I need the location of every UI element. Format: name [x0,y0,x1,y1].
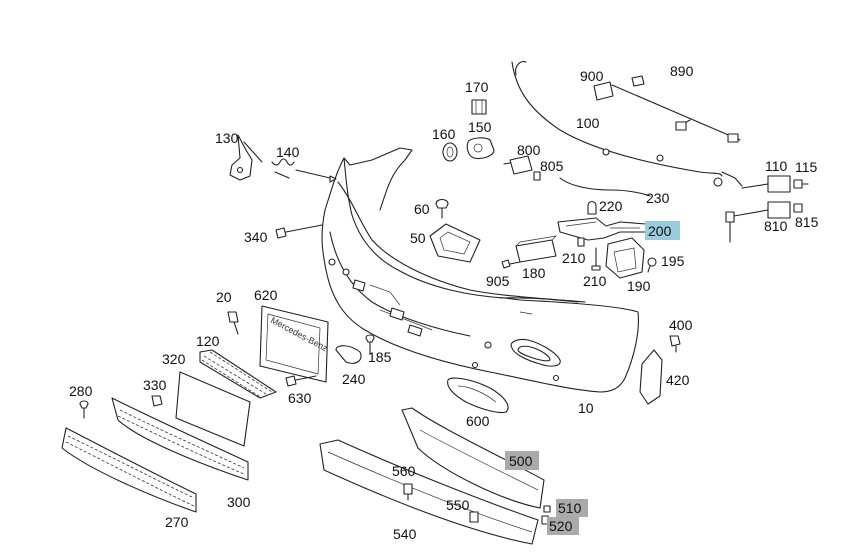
labels: 10 20 50 60 100 110 115 120 130 140 150 … [69,63,819,542]
bracket-part-200[interactable] [557,217,649,241]
screw-part-210-b[interactable] [591,247,601,271]
lower-grille-part-300[interactable] [111,397,249,481]
label-240[interactable]: 240 [342,371,366,387]
label-630[interactable]: 630 [288,390,312,406]
camera-frame-part-50[interactable] [429,223,481,263]
label-300[interactable]: 300 [227,494,251,510]
wire-part-230[interactable] [559,177,651,197]
label-195[interactable]: 195 [661,253,685,269]
clip-part-815[interactable] [793,203,803,213]
clip-part-220[interactable] [587,200,597,215]
label-810[interactable]: 810 [764,218,788,234]
label-140[interactable]: 140 [276,144,300,160]
label-50[interactable]: 50 [410,230,426,246]
label-210-b[interactable]: 210 [583,273,607,289]
clip-part-805[interactable] [533,171,541,181]
clip-part-560[interactable] [403,483,413,501]
label-115[interactable]: 115 [795,159,818,175]
label-20[interactable]: 20 [216,289,232,305]
label-815[interactable]: 815 [795,214,819,230]
label-160[interactable]: 160 [432,126,456,142]
label-330[interactable]: 330 [143,377,167,393]
label-510[interactable]: 510 [558,500,582,516]
parking-sensor-part-150[interactable] [466,137,495,160]
label-500[interactable]: 500 [509,453,533,469]
label-600[interactable]: 600 [466,413,490,429]
cable-part-890[interactable] [611,75,741,143]
screw-part-195[interactable] [647,257,657,273]
control-unit-part-180[interactable] [515,235,558,263]
label-890[interactable]: 890 [670,63,694,79]
grille-insert-part-120[interactable] [199,349,277,399]
connector-part-900[interactable] [593,81,614,101]
wiring-harness-part-100[interactable] [511,61,743,187]
label-320[interactable]: 320 [162,351,186,367]
label-620[interactable]: 620 [254,287,278,303]
clip-part-280[interactable] [79,400,89,419]
highlight-box-500 [505,451,539,470]
label-60[interactable]: 60 [414,201,430,217]
label-400[interactable]: 400 [669,317,693,333]
connector-part-110[interactable] [741,175,791,193]
spoiler-part-500[interactable] [401,407,545,509]
label-170[interactable]: 170 [465,79,489,95]
screw-part-630[interactable] [285,375,317,387]
label-230[interactable]: 230 [646,190,670,206]
label-270[interactable]: 270 [165,514,189,530]
connector-part-810[interactable] [725,201,791,243]
sensor-holder-part-170[interactable] [471,99,487,115]
label-420[interactable]: 420 [666,372,690,388]
fog-frame-part-600[interactable] [447,377,509,414]
label-100[interactable]: 100 [576,115,600,131]
clip-part-510[interactable] [543,505,551,513]
highlight-box-200 [645,221,680,240]
label-210-a[interactable]: 210 [562,250,586,266]
label-805[interactable]: 805 [540,158,564,174]
clip-part-60[interactable] [435,198,449,219]
screw-part-210-a[interactable] [577,237,585,247]
label-120[interactable]: 120 [196,333,220,349]
hook-bracket-part-130[interactable] [229,134,263,181]
connector-part-800[interactable] [503,155,533,175]
clip-part-20[interactable] [227,311,239,335]
label-190[interactable]: 190 [627,278,651,294]
label-130[interactable]: 130 [215,130,239,146]
trim-part-540[interactable] [319,439,539,545]
bracket-part-190[interactable] [605,237,645,279]
label-900[interactable]: 900 [580,68,604,84]
panel-part-320[interactable] [175,371,251,447]
label-110[interactable]: 110 [765,158,788,174]
clip-part-330[interactable] [151,395,163,407]
label-550[interactable]: 550 [446,497,470,513]
label-800[interactable]: 800 [517,142,541,158]
label-340[interactable]: 340 [244,229,268,245]
mesh-grille-part-270[interactable] [61,427,197,513]
bumper-cover-part-10[interactable] [321,147,639,393]
screw-part-905[interactable] [501,259,521,269]
clip-part-400[interactable] [669,335,681,353]
sensor-ring-part-160[interactable] [442,142,458,162]
highlight-box-510 [556,499,588,517]
label-280[interactable]: 280 [69,383,93,399]
screw-part-185[interactable] [365,334,375,355]
label-180[interactable]: 180 [522,265,546,281]
label-520[interactable]: 520 [549,518,573,534]
clip-part-115[interactable] [793,179,809,189]
clip-part-550[interactable] [469,511,479,523]
bracket-part-420[interactable] [639,349,663,405]
label-185[interactable]: 185 [368,349,392,365]
spring-clip-part-140[interactable] [271,158,337,183]
label-220[interactable]: 220 [599,198,623,214]
screw-part-340[interactable] [275,224,323,239]
label-10[interactable]: 10 [578,400,594,416]
label-150[interactable]: 150 [468,119,492,135]
label-560[interactable]: 560 [392,463,416,479]
label-540[interactable]: 540 [393,526,417,542]
label-200[interactable]: 200 [648,223,672,239]
cap-part-240[interactable] [335,345,362,364]
label-905[interactable]: 905 [486,273,510,289]
license-plate-holder-part-620[interactable]: Mercedes-Benz [259,305,330,383]
highlight-box-520 [547,517,579,535]
